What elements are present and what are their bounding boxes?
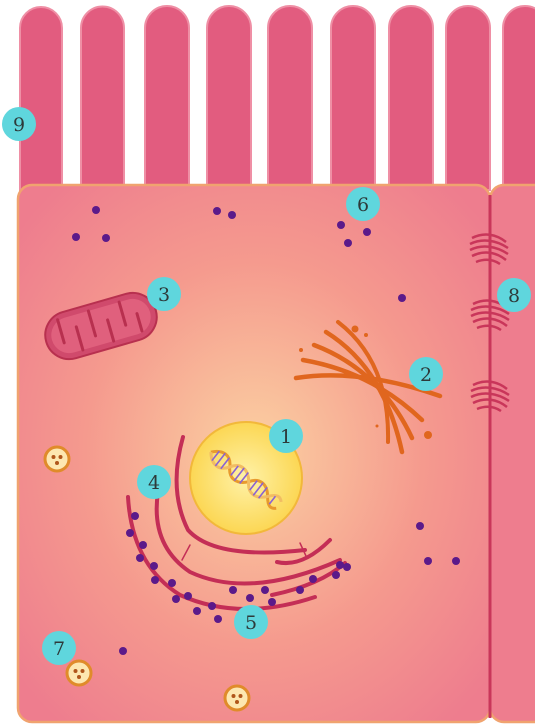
callout-markers: 1 2 3 4 5 6 7 8 bbox=[2, 107, 531, 665]
free-ribosomes bbox=[72, 206, 460, 655]
callout-ribosomes: 5 bbox=[234, 605, 268, 639]
svg-text:6: 6 bbox=[357, 194, 369, 216]
endoplasmic-reticulum bbox=[126, 435, 347, 611]
svg-text:5: 5 bbox=[245, 612, 257, 634]
vesicle bbox=[43, 445, 71, 473]
vesicle bbox=[65, 659, 93, 687]
callout-endoplasmic-reticulum: 4 bbox=[137, 465, 171, 499]
dna-helix-icon bbox=[209, 449, 283, 510]
golgi-apparatus bbox=[293, 320, 443, 455]
vesicle bbox=[223, 684, 251, 712]
nucleus bbox=[189, 421, 303, 535]
mitochondrion bbox=[44, 291, 158, 361]
microvillus bbox=[206, 5, 252, 191]
microvillus bbox=[19, 6, 63, 191]
microvillus bbox=[80, 5, 125, 191]
svg-text:9: 9 bbox=[13, 114, 25, 136]
callout-golgi-apparatus: 2 bbox=[409, 357, 443, 391]
neighbor-cell-body bbox=[488, 183, 535, 724]
microvilli bbox=[19, 5, 535, 191]
callout-cell-junction: 8 bbox=[497, 278, 531, 312]
svg-text:8: 8 bbox=[508, 285, 520, 307]
microvillus bbox=[267, 5, 313, 191]
svg-text:3: 3 bbox=[158, 284, 170, 306]
svg-text:1: 1 bbox=[280, 426, 292, 448]
microvillus bbox=[144, 5, 190, 191]
callout-nucleus: 1 bbox=[269, 419, 303, 453]
callout-microvilli: 9 bbox=[2, 107, 36, 141]
svg-text:7: 7 bbox=[53, 638, 65, 660]
microvillus bbox=[502, 5, 535, 191]
svg-text:2: 2 bbox=[420, 364, 432, 386]
microvillus bbox=[388, 5, 434, 191]
microvillus bbox=[445, 5, 491, 191]
microvillus bbox=[330, 5, 376, 191]
er-ribosomes bbox=[126, 512, 351, 623]
callout-vesicle: 7 bbox=[42, 631, 76, 665]
svg-text:4: 4 bbox=[148, 472, 160, 494]
callout-free-ribosomes: 6 bbox=[346, 187, 380, 221]
callout-mitochondrion: 3 bbox=[147, 277, 181, 311]
